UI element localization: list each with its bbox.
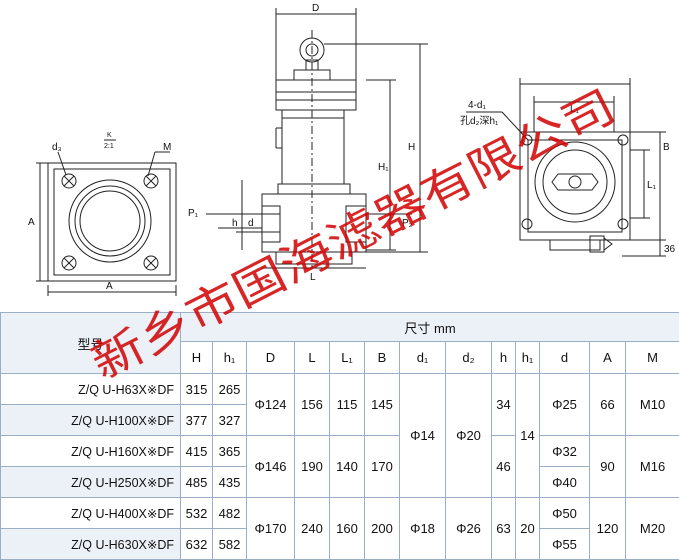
cell-H: 377 (181, 405, 213, 436)
cell-M: M20 (626, 498, 679, 560)
cell-H: 315 (181, 374, 213, 405)
cell-A: 66 (590, 374, 626, 436)
model-cell: Z/Q U-H630X※DF (1, 529, 181, 560)
col-header: h₁ (516, 342, 540, 374)
label-d: d (248, 218, 254, 229)
cell-B: 200 (365, 498, 400, 560)
cell-L: 190 (295, 436, 330, 498)
cell-d: Φ55 (540, 529, 590, 560)
cell-d: Φ40 (540, 467, 590, 498)
cell-L: 240 (295, 498, 330, 560)
header-dimensions: 尺寸 mm (181, 313, 679, 342)
col-header: d₂ (446, 342, 492, 374)
cell-B: 170 (365, 436, 400, 498)
table-row: Z/Q U-H63X※DF 315 265 Φ124 156 115 145 Φ… (1, 374, 679, 405)
cell-A: 90 (590, 436, 626, 498)
model-cell: Z/Q U-H400X※DF (1, 498, 181, 529)
cell-h1b: 20 (516, 498, 540, 560)
cell-h: 34 (492, 374, 516, 436)
label-K: K (107, 132, 112, 139)
col-header: h₁ (213, 342, 247, 374)
cell-H: 632 (181, 529, 213, 560)
col-header: h (492, 342, 516, 374)
label-B: B (663, 142, 670, 153)
table-row: Z/Q U-H400X※DF 532 482 Φ170 240 160 200 … (1, 498, 679, 529)
cell-D: Φ146 (247, 436, 295, 498)
cell-B: 145 (365, 374, 400, 436)
label-K-ratio: 2:1 (104, 143, 114, 150)
col-header: D (247, 342, 295, 374)
col-header: d (540, 342, 590, 374)
cell-d: Φ50 (540, 498, 590, 529)
model-cell: Z/Q U-H63X※DF (1, 374, 181, 405)
model-cell: Z/Q U-H100X※DF (1, 405, 181, 436)
label-P1: P₁ (188, 208, 199, 219)
spec-table: 型号 尺寸 mm H h₁ D L L₁ B d₁ d₂ h h₁ d A M … (0, 312, 679, 560)
cell-h1: 365 (213, 436, 247, 467)
label-d3: d₃ (52, 142, 62, 153)
filter-side-view (206, 8, 428, 270)
cell-D: Φ124 (247, 374, 295, 436)
cell-M: M16 (626, 436, 679, 498)
cell-d2: Φ26 (446, 498, 492, 560)
cell-h1: 582 (213, 529, 247, 560)
cell-L1: 140 (330, 436, 365, 498)
label-hole-note: 4-d₁ (468, 100, 486, 111)
col-header: d₁ (400, 342, 446, 374)
cell-d2: Φ20 (446, 374, 492, 498)
cell-d1: Φ14 (400, 374, 446, 498)
cell-d: Φ25 (540, 374, 590, 436)
label-M: M (163, 142, 171, 153)
cell-L: 156 (295, 374, 330, 436)
flange-plan-view (36, 140, 176, 296)
cell-d: Φ32 (540, 436, 590, 467)
table-row: Z/Q U-H160X※DF 415 365 Φ146 190 140 170 … (1, 436, 679, 467)
label-A-bottom: A (106, 281, 113, 292)
cell-h1: 482 (213, 498, 247, 529)
label-D: D (312, 3, 319, 14)
cell-D: Φ170 (247, 498, 295, 560)
col-header: B (365, 342, 400, 374)
col-header: H (181, 342, 213, 374)
cell-h: 46 (492, 436, 516, 498)
cell-h: 63 (492, 498, 516, 560)
col-header: M (626, 342, 679, 374)
label-hole-note2: 孔d₂深h₁ (460, 115, 499, 127)
label-L1-top: L₁ (570, 104, 580, 115)
technical-drawing: D d₃ M K 2:1 A A P₁ h d L H₁ H P₂ 4-d₁ 孔… (0, 0, 679, 312)
label-L1-side: L₁ (647, 180, 657, 191)
cell-h1: 435 (213, 467, 247, 498)
cell-h1: 327 (213, 405, 247, 436)
cell-L1: 160 (330, 498, 365, 560)
cell-h1b: 14 (516, 374, 540, 498)
cell-A: 120 (590, 498, 626, 560)
label-36: 36 (664, 244, 676, 255)
cell-H: 485 (181, 467, 213, 498)
cell-h1: 265 (213, 374, 247, 405)
label-H: H (408, 142, 415, 153)
cell-M: M10 (626, 374, 679, 436)
cell-H: 532 (181, 498, 213, 529)
cell-L1: 115 (330, 374, 365, 436)
model-cell: Z/Q U-H160X※DF (1, 436, 181, 467)
col-header: L₁ (330, 342, 365, 374)
cell-d1: Φ18 (400, 498, 446, 560)
label-L: L (310, 272, 316, 283)
label-P2: P₂ (402, 218, 413, 229)
label-H1: H₁ (378, 162, 389, 173)
label-A-left: A (28, 217, 35, 228)
filter-top-view (466, 78, 666, 256)
header-model: 型号 (1, 313, 181, 374)
model-cell: Z/Q U-H250X※DF (1, 467, 181, 498)
label-h: h (232, 218, 238, 229)
col-header: A (590, 342, 626, 374)
col-header: L (295, 342, 330, 374)
cell-H: 415 (181, 436, 213, 467)
